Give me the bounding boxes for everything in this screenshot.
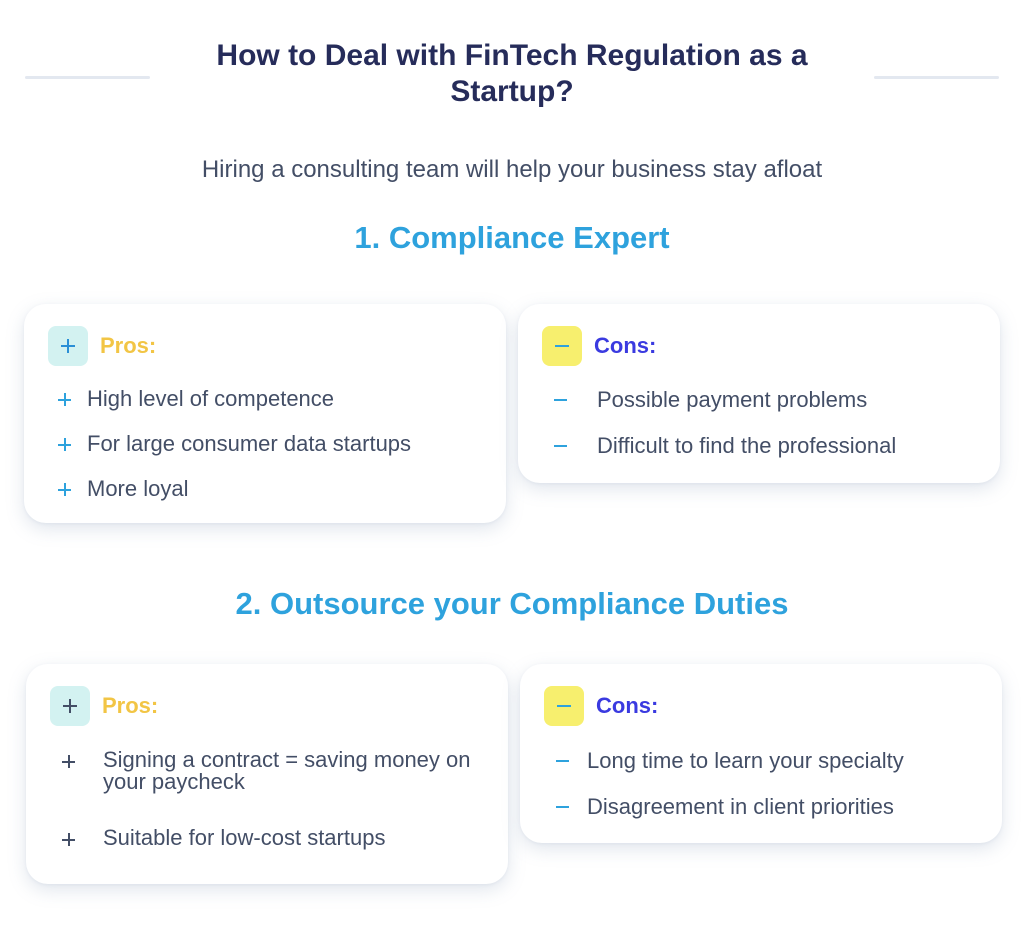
cons-card-compliance-expert: Cons: Possible payment problems Difficul… [518, 304, 1000, 483]
section-title-compliance-expert: 1. Compliance Expert [354, 220, 670, 255]
list-item-text: High level of competence [87, 386, 335, 411]
plus-icon [50, 686, 90, 726]
list-item: Signing a contract = saving money on you… [62, 749, 498, 793]
list-item: Possible payment problems [554, 388, 990, 412]
list-item: More loyal [58, 477, 496, 501]
list-item-text: Long time to learn your specialty [587, 748, 904, 773]
pros-card-compliance-expert: Pros: High level of competence For large… [24, 304, 506, 523]
pros-header: Pros: [48, 326, 156, 366]
list-item: Long time to learn your specialty [556, 749, 992, 773]
list-item-text: For large consumer data startups [87, 431, 412, 456]
plus-icon [58, 438, 71, 451]
pros-card-outsource: Pros: Signing a contract = saving money … [26, 664, 508, 884]
pros-list: Signing a contract = saving money on you… [62, 749, 498, 849]
list-item: Suitable for low-cost startups [62, 827, 498, 849]
minus-icon [554, 445, 567, 447]
list-item-text: Difficult to find the professional [597, 433, 897, 458]
minus-icon [544, 686, 584, 726]
plus-icon [62, 755, 75, 768]
plus-icon [58, 393, 71, 406]
minus-icon [556, 760, 569, 762]
minus-icon [542, 326, 582, 366]
list-item: For large consumer data startups [58, 432, 496, 456]
plus-icon [58, 483, 71, 496]
cons-card-outsource: Cons: Long time to learn your specialty … [520, 664, 1002, 843]
pros-list: High level of competence For large consu… [58, 387, 496, 522]
minus-icon [556, 806, 569, 808]
list-item-text: Suitable for low-cost startups [103, 825, 386, 850]
minus-icon [554, 399, 567, 401]
plus-icon [48, 326, 88, 366]
title-divider-right [874, 76, 999, 79]
section-title-outsource: 2. Outsource your Compliance Duties [235, 586, 789, 621]
list-item-text: Signing a contract = saving money on you… [103, 747, 471, 794]
list-item-text: Disagreement in client priorities [587, 794, 894, 819]
cons-header: Cons: [544, 686, 658, 726]
title-divider-left [25, 76, 150, 79]
pros-label: Pros: [102, 693, 159, 718]
cons-list: Possible payment problems Difficult to f… [554, 388, 990, 480]
page-title: How to Deal with FinTech Regulation as a… [216, 39, 808, 108]
list-item: Disagreement in client priorities [556, 795, 992, 819]
cons-header: Cons: [542, 326, 656, 366]
plus-icon [62, 833, 75, 846]
pros-header: Pros: [50, 686, 158, 726]
list-item-text: Possible payment problems [597, 387, 868, 412]
list-item-text: More loyal [87, 476, 189, 501]
cons-label: Cons: [594, 333, 657, 358]
page-subtitle: Hiring a consulting team will help your … [201, 156, 823, 183]
cons-list: Long time to learn your specialty Disagr… [556, 749, 992, 841]
cons-label: Cons: [596, 693, 659, 718]
list-item: Difficult to find the professional [554, 434, 990, 458]
title-block: How to Deal with FinTech Regulation as a… [0, 38, 1024, 118]
list-item: High level of competence [58, 387, 496, 411]
pros-label: Pros: [100, 333, 157, 358]
